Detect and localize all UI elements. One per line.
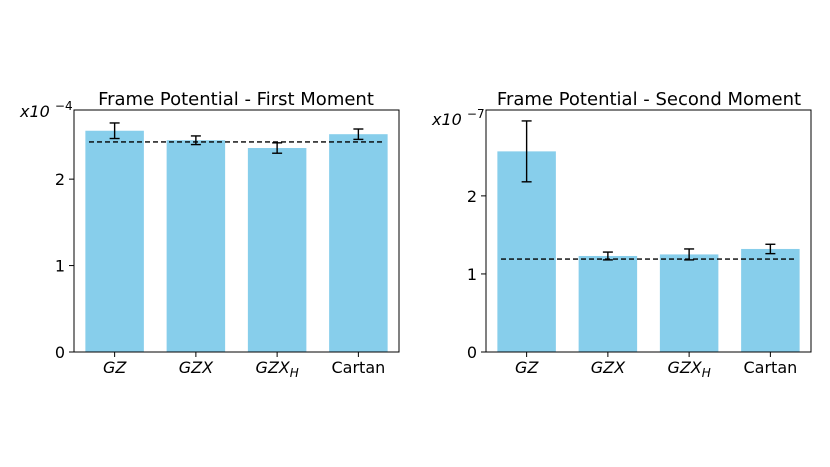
y-scale-base: x10: [431, 110, 462, 129]
bar-gzx: [578, 255, 638, 352]
chart-second-moment: Frame Potential - Second Moment x10 −7 0…: [431, 89, 812, 380]
error-bar: [684, 248, 695, 261]
y-scale-base: x10: [19, 102, 50, 121]
plot-frame: [485, 109, 812, 353]
error-bar: [521, 120, 532, 183]
error-bar: [190, 135, 201, 146]
x-tick-label: GZX: [591, 358, 626, 377]
y-scale-label: x10 −7: [431, 107, 485, 129]
y-scale-label: x10 −4: [19, 99, 73, 121]
bar-gzx-h: [659, 254, 719, 352]
bar-cartan: [741, 248, 800, 352]
y-tick-label: 1: [467, 265, 477, 284]
y-tick-label: 0: [55, 343, 65, 362]
y-tick-label: 0: [467, 343, 477, 362]
y-tick-label: 1: [55, 257, 65, 276]
x-tick-label: GZ: [515, 358, 539, 377]
y-tick-label: 2: [55, 170, 65, 189]
x-tick-label: Cartan: [331, 358, 385, 377]
y-scale-exponent: −7: [467, 107, 485, 121]
chart-first-moment: Frame Potential - First Moment x10 −4 0 1…: [19, 89, 400, 380]
chart-title: Frame Potential - First Moment: [98, 89, 374, 110]
error-bar: [602, 251, 613, 261]
bar-gz: [497, 151, 556, 352]
x-tick-label: GZX: [179, 358, 214, 377]
chart-title: Frame Potential - Second Moment: [497, 89, 801, 110]
error-bar: [109, 122, 120, 140]
x-tick-label: GZ: [103, 358, 127, 377]
x-tick-label: Cartan: [743, 358, 797, 377]
bar-gzx: [166, 140, 226, 352]
x-tick-label: GZXH: [667, 358, 710, 380]
error-bar: [353, 128, 364, 141]
bar-cartan: [329, 134, 388, 352]
x-tick-label: GZXH: [255, 358, 298, 380]
bar-gz: [85, 130, 144, 352]
bar-gzx-h: [247, 148, 307, 352]
error-bar: [272, 142, 283, 154]
plot-frame: [73, 109, 400, 353]
error-bar: [765, 243, 776, 255]
y-scale-exponent: −4: [55, 99, 73, 113]
y-tick-label: 2: [467, 187, 477, 206]
